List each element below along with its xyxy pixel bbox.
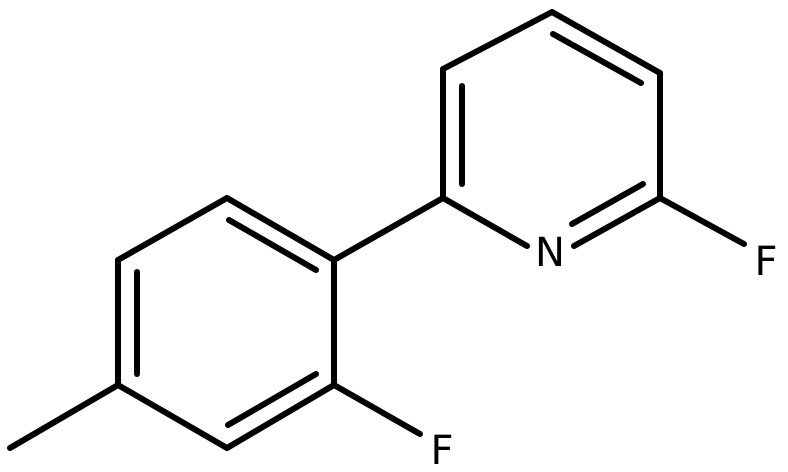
bond-py-c3-c4	[549, 9, 663, 76]
phenyl-ring	[115, 195, 337, 451]
bond-py-c5-n1	[571, 195, 663, 249]
bond-ph-c2-c3	[224, 382, 337, 451]
bond-ph-c6-c1	[224, 195, 337, 263]
double-bond-inner-c2-c3	[225, 371, 319, 428]
double-bond-inner-c3-c4	[550, 31, 644, 86]
double-bond-inner-c5-n1	[569, 181, 646, 227]
bond-phenyl-f	[331, 382, 423, 437]
bond-py-n1-c6	[440, 195, 530, 249]
atom-label-phenyl-f: F	[430, 428, 453, 472]
bond-ph-c3-c4	[115, 382, 230, 451]
pyridine-ring	[440, 9, 663, 249]
bond-pyridine-f	[657, 195, 747, 247]
atom-label-pyridine-f: F	[754, 239, 777, 285]
bond-ring-link	[331, 195, 446, 263]
double-bond-inner-c1-c6	[226, 217, 319, 273]
bond-methyl	[7, 382, 121, 451]
bond-py-c2-c3	[440, 9, 555, 72]
atom-label-pyridine-n: N	[535, 230, 565, 276]
bond-ph-c5-c6	[115, 195, 230, 263]
